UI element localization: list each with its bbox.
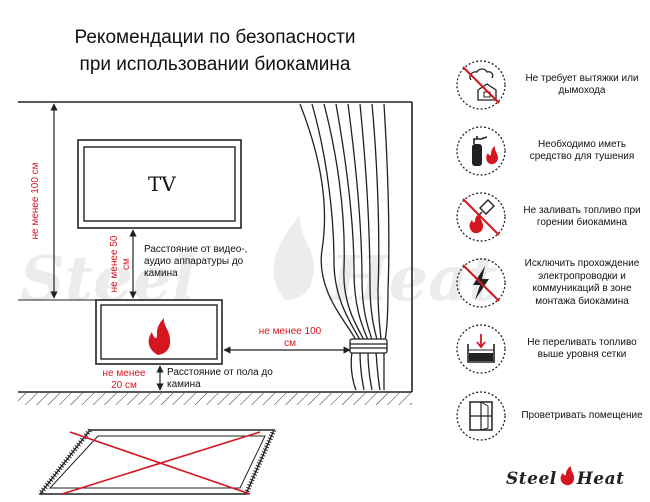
recommendation-text: Необходимо иметь средство для тушения: [529, 138, 635, 163]
ventilate-room-icon: [456, 391, 506, 441]
title-line-1: Рекомендации по безопасности: [74, 27, 356, 48]
curtain: [299, 103, 390, 391]
brand-part-1: Steel: [506, 469, 557, 489]
no-refuel-while-burning-icon: [456, 192, 506, 242]
title-line-2: при использовании биокамина: [79, 54, 351, 75]
recommendation-text: Не переливать топливо выше уровня сетки: [527, 336, 637, 361]
fire-extinguisher-icon: [456, 126, 506, 176]
brand-logo: Steel Heat: [506, 460, 646, 496]
recommendation-text: Не заливать топливо при горении биокамин…: [523, 204, 641, 229]
fireplace-flame: [148, 318, 171, 355]
recommendation-text: Проветривать помещение: [521, 409, 643, 421]
rug-crossed: [38, 428, 277, 496]
recommendation-no-wiring: Исключить прохождение электропроводки и …: [436, 255, 646, 313]
recommendation-no-chimney: Не требует вытяжки или дымохода: [436, 57, 646, 115]
no-electrical-wiring-icon: [456, 258, 506, 308]
floor-gap-label: не менее 20 см: [102, 368, 146, 391]
tv-gap-label: не менее 50 см: [109, 235, 132, 293]
recommendation-text: Исключить прохождение электропроводки и …: [524, 258, 640, 307]
recommendation-no-refuel: Не заливать топливо при горении биокамин…: [436, 189, 646, 247]
no-chimney-icon: [456, 60, 506, 110]
wall-height-label: не менее 100 см: [30, 162, 41, 240]
recommendation-ventilate: Проветривать помещение: [436, 388, 646, 446]
brand-flame-icon: [560, 466, 574, 486]
watermark-flame: [273, 215, 314, 300]
floor-gap-description: Расстояние от пола до камина: [167, 367, 273, 390]
recommendation-text: Не требует вытяжки или дымохода: [525, 72, 639, 97]
curtain-gap-label: не менее 100 см: [258, 326, 322, 349]
floor-hatch: [18, 393, 412, 405]
page-title: Рекомендации по безопасности при использ…: [20, 24, 410, 78]
recommendation-no-overfill: Не переливать топливо выше уровня сетки: [436, 321, 646, 379]
brand-part-2: Heat: [576, 469, 625, 489]
tv-gap-description: Расстояние от видео-, аудио аппаратуры д…: [144, 244, 248, 279]
recommendation-extinguisher: Необходимо иметь средство для тушения: [436, 123, 646, 181]
tv-screen: [83, 146, 236, 222]
no-overfill-icon: [456, 324, 506, 374]
tv-label: TV: [148, 172, 176, 196]
